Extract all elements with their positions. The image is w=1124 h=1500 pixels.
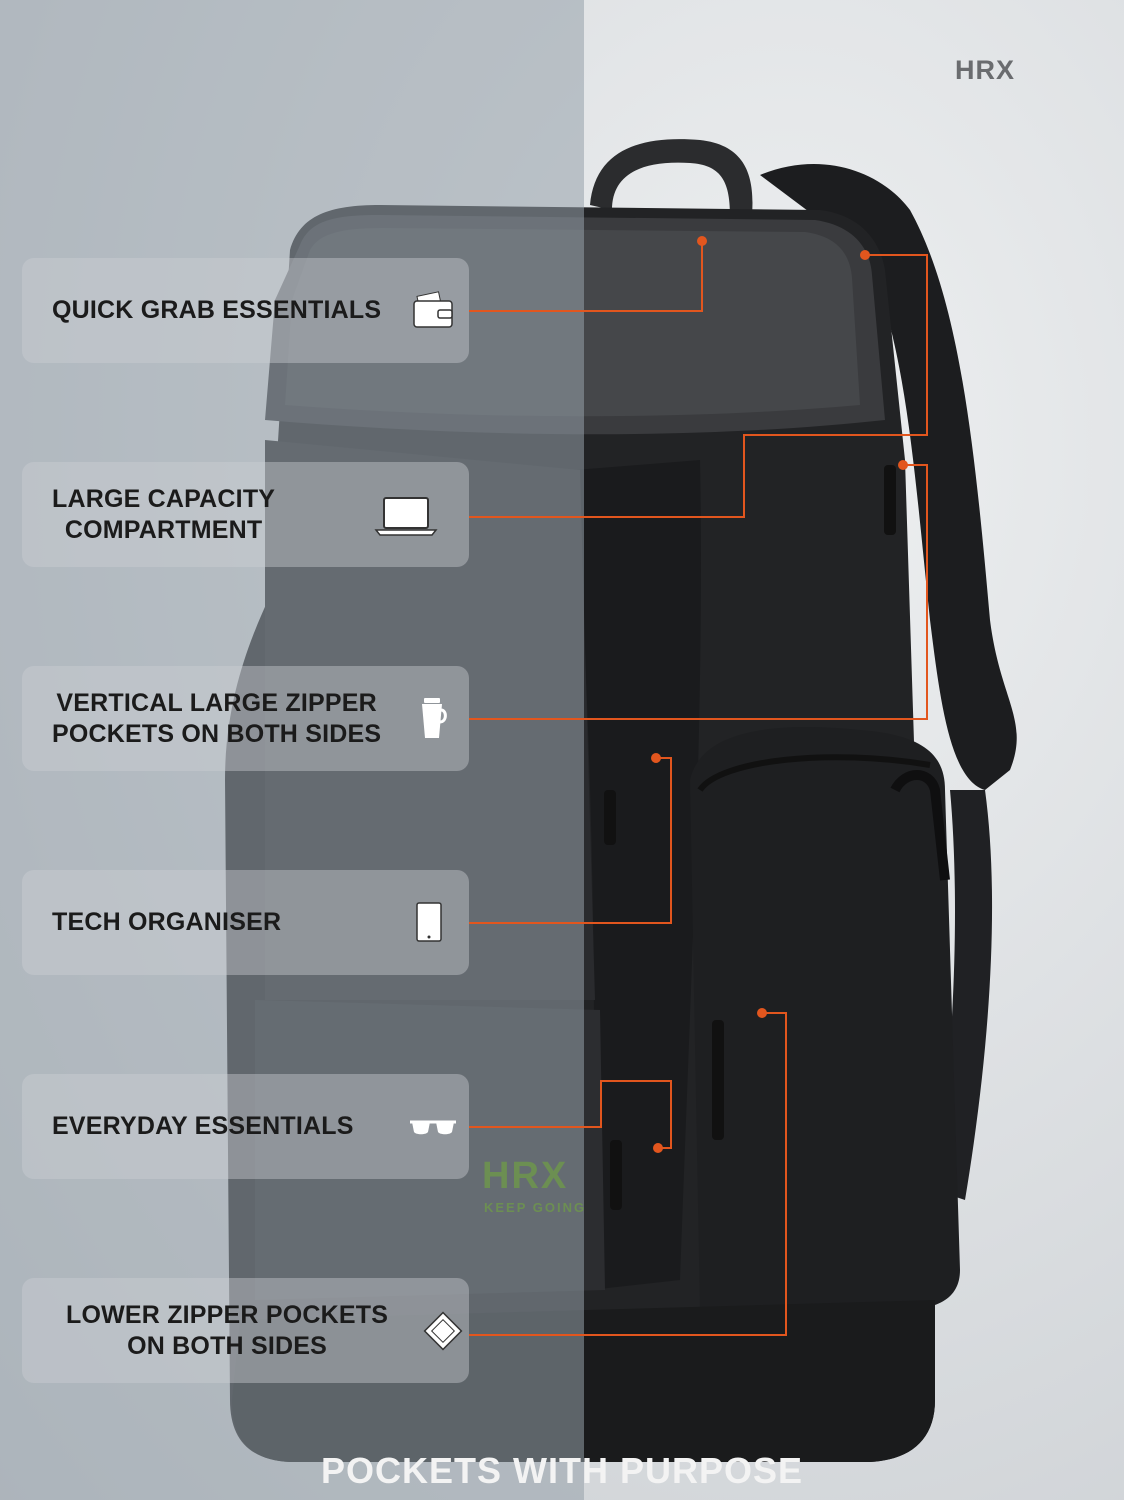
patch-logo: HRX: [482, 1155, 569, 1197]
feature-card-everyday: EVERYDAY ESSENTIALS: [22, 1074, 469, 1179]
feature-label: EVERYDAY ESSENTIALS: [52, 1112, 354, 1140]
patch-tagline: KEEP GOING: [484, 1200, 587, 1215]
feature-card-quick-grab: QUICK GRAB ESSENTIALS: [22, 258, 469, 363]
notebook-icon: [423, 1311, 463, 1351]
wallet-icon: [413, 291, 453, 328]
tumbler-icon: [422, 698, 447, 738]
feature-card-tech-organiser: TECH ORGANISER: [22, 870, 469, 975]
sunglasses-icon: [410, 1120, 456, 1135]
brand-patch: HRX KEEP GOING: [482, 1155, 586, 1215]
footer-title: POCKETS WITH PURPOSE: [320, 1450, 804, 1491]
feature-label: TECH ORGANISER: [52, 908, 282, 936]
feature-label: QUICK GRAB ESSENTIALS: [52, 296, 382, 324]
tablet-icon: [416, 902, 442, 942]
brand-logo: HRX: [955, 55, 1016, 85]
overlay-panel: [0, 0, 584, 1500]
laptop-icon: [374, 497, 438, 536]
